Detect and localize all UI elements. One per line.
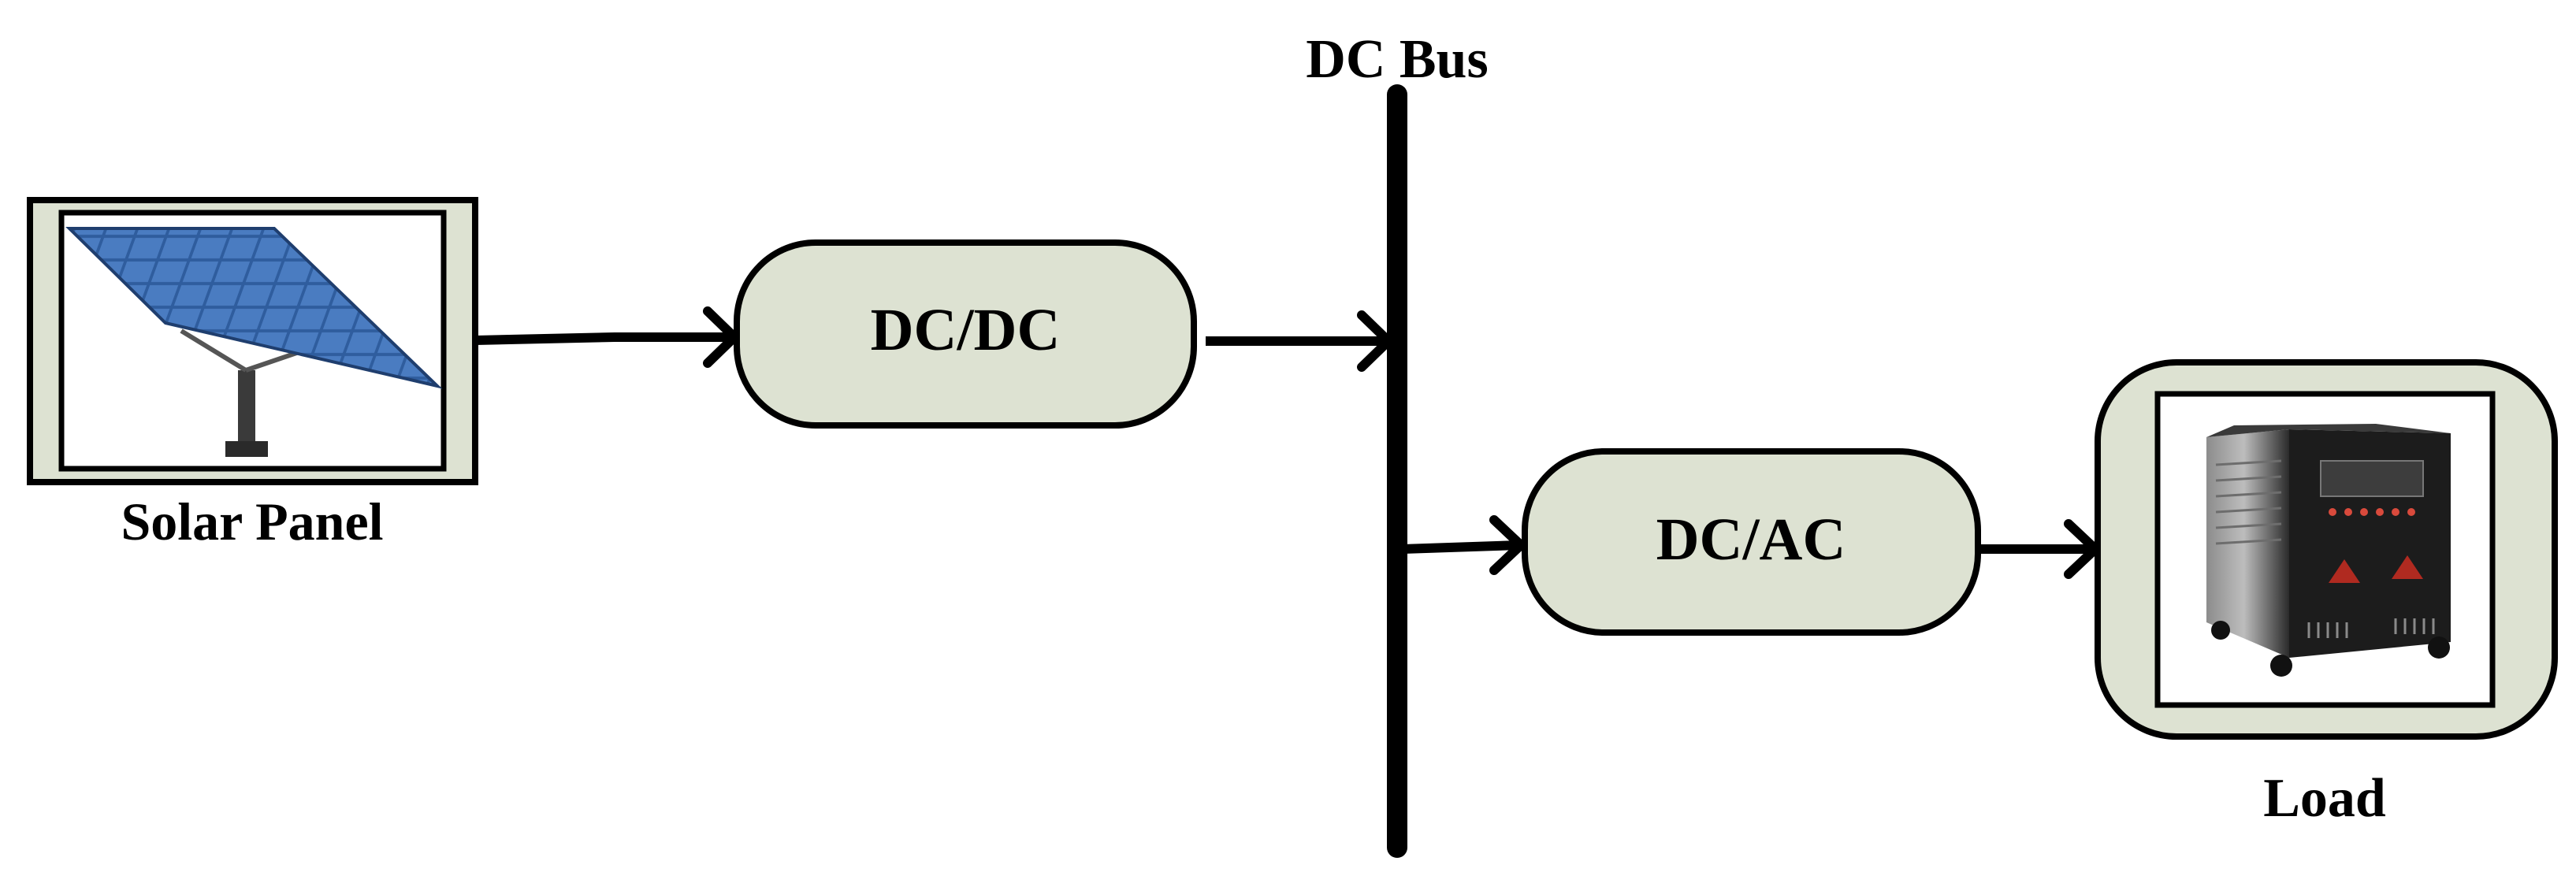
dcac-inverter-label: DC/AC: [1656, 507, 1846, 573]
bus-label: DC Bus: [1306, 29, 1488, 90]
dcac-inverter: DC/AC: [1522, 448, 1981, 636]
dcdc-converter-label: DC/DC: [871, 297, 1061, 363]
solar-panel-icon: [65, 227, 443, 457]
dcdc-converter: DC/DC: [734, 239, 1197, 429]
dcdc-converter-box: [734, 239, 1197, 429]
dcac-inverter-box: [1522, 448, 1981, 636]
solar-panel-block: Solar Panel: [27, 197, 478, 551]
load-bank-icon: [2206, 424, 2451, 677]
solar-panel-label: Solar Panel: [121, 492, 383, 551]
load-label: Load: [2263, 768, 2386, 829]
dcac-to-load-arrow: [1978, 519, 2100, 579]
solar-to-dcdc-arrow: [474, 306, 739, 368]
bus-to-dcac-arrow: [1402, 515, 1526, 575]
load-block: Load: [2095, 359, 2558, 829]
dcdc-to-bus-arrow: [1206, 310, 1393, 372]
